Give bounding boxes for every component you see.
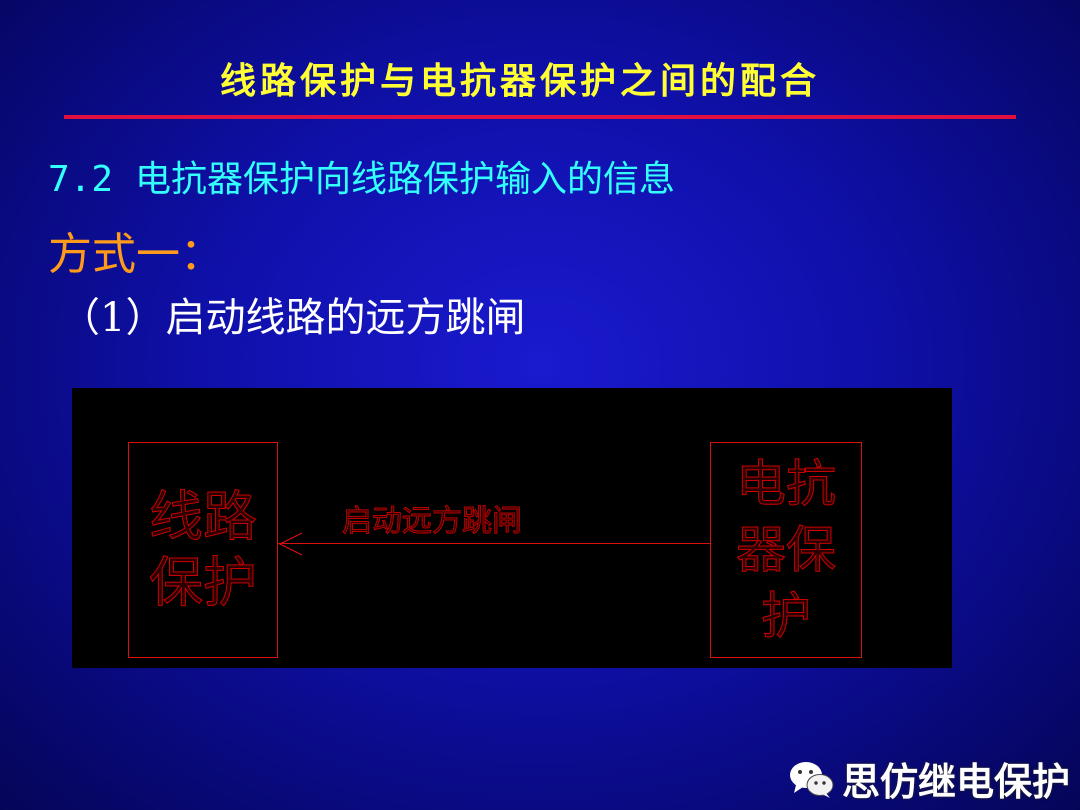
section-heading: 7.2 电抗器保护向线路保护输入的信息 (48, 150, 675, 202)
signal-arrow-line (278, 543, 710, 544)
watermark-text: 思仿继电保护 (841, 760, 1070, 804)
section-text: 电抗器保护向线路保护输入的信息 (135, 159, 676, 200)
line-protection-box: 线路保护 (128, 442, 278, 658)
diagram: 线路保护 电抗器保护 启动远方跳闸 (72, 388, 952, 668)
slide-title: 线路保护与电抗器保护之间的配合 (219, 61, 820, 102)
signal-label: 启动远方跳闸 (342, 504, 523, 540)
reactor-protection-box: 电抗器保护 (710, 442, 862, 658)
list-item: （1）启动线路的远方跳闸 (60, 295, 526, 341)
title-rule (64, 115, 1016, 119)
watermark: 思仿继电保护 (788, 751, 1070, 806)
arrowhead-icon (278, 532, 303, 556)
wechat-icon (789, 761, 834, 798)
section-number: 7.2 (48, 159, 114, 200)
reactor-protection-label: 电抗器保护 (736, 455, 837, 646)
method-label: 方式一： (48, 229, 224, 280)
line-protection-label: 线路保护 (149, 485, 258, 615)
